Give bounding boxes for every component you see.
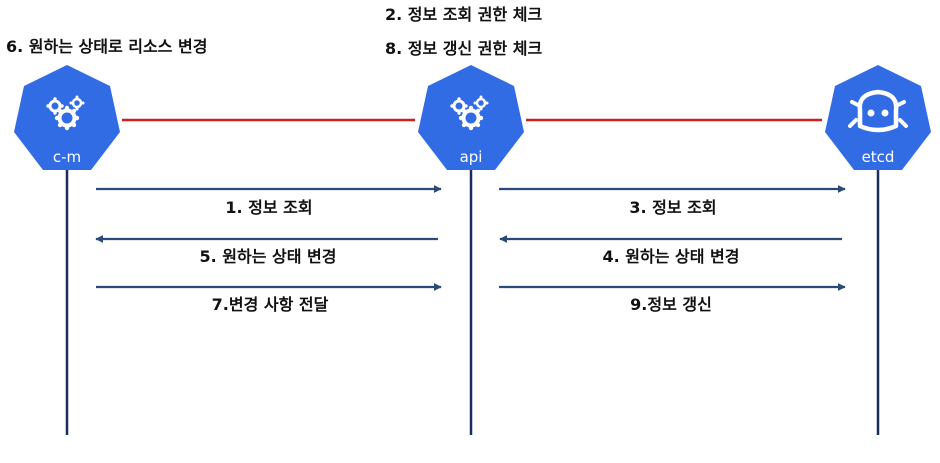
note-api-read-permission: 2. 정보 조회 권한 체크 [385, 5, 543, 24]
etcd-robot-icon [848, 89, 908, 133]
node-cm: c-m [14, 65, 120, 170]
note-cm-resource-change: 6. 원하는 상태로 리소스 변경 [6, 37, 208, 56]
node-etcd-label: etcd [862, 148, 895, 166]
note-api-update-permission: 8. 정보 갱신 권한 체크 [385, 39, 543, 58]
message-label-3: 3. 정보 조회 [629, 198, 717, 217]
message-label-5: 5. 원하는 상태 변경 [199, 247, 337, 266]
node-cm-label: c-m [53, 148, 81, 166]
message-label-4: 4. 원하는 상태 변경 [602, 247, 740, 266]
node-api-label: api [460, 148, 483, 166]
node-api: api [418, 65, 524, 170]
message-label-7: 7.변경 사항 전달 [211, 295, 329, 314]
message-label-9: 9.정보 갱신 [630, 295, 712, 314]
node-etcd: etcd [825, 65, 931, 170]
message-label-1: 1. 정보 조회 [225, 198, 313, 217]
